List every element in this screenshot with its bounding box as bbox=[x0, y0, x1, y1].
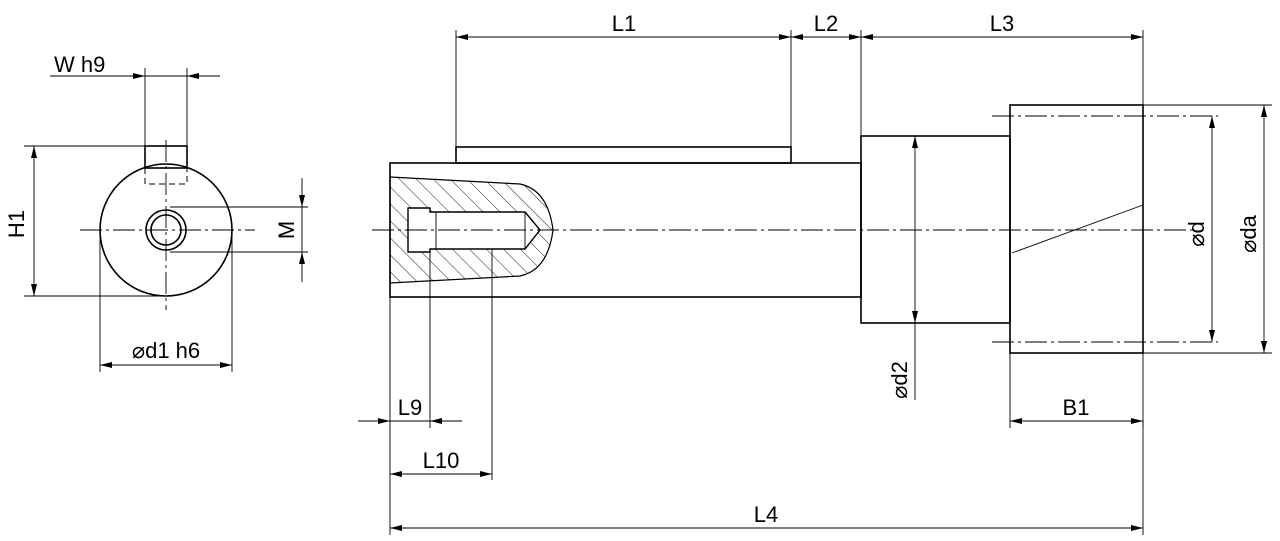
d-arrow-top bbox=[1209, 116, 1215, 128]
l3-arrow-left bbox=[861, 34, 873, 40]
b1-arrow-left bbox=[1010, 418, 1022, 424]
m-label: M bbox=[274, 221, 299, 239]
l2-arrow-left bbox=[791, 34, 803, 40]
l10-arrow-left bbox=[390, 471, 402, 477]
m-arrow-top bbox=[299, 195, 305, 207]
l10-label: L10 bbox=[423, 448, 460, 473]
l1-arrow-left bbox=[456, 34, 468, 40]
bearing-section bbox=[1009, 104, 1144, 354]
l2-label: L2 bbox=[814, 11, 838, 36]
d2-label: ⌀d2 bbox=[887, 361, 912, 399]
m-arrow-bottom bbox=[299, 252, 305, 264]
da-arrow-bottom bbox=[1261, 341, 1267, 353]
d-label: ⌀d bbox=[1184, 221, 1209, 246]
l4-arrow-left bbox=[390, 525, 402, 531]
w-h9-label: W h9 bbox=[54, 52, 105, 77]
l4-label: L4 bbox=[754, 502, 778, 527]
h1-arrow-top bbox=[31, 146, 37, 158]
l2-arrow-right bbox=[849, 34, 861, 40]
side-view: L1 L2 L3 ⌀d ⌀da ⌀d2 B1 L9 bbox=[358, 11, 1272, 535]
l4-arrow-right bbox=[1131, 525, 1143, 531]
d1-arrow-right bbox=[220, 362, 232, 368]
l10-arrow-right bbox=[480, 471, 492, 477]
middle-step bbox=[860, 135, 1011, 324]
da-label: ⌀da bbox=[1236, 214, 1261, 252]
l1-label: L1 bbox=[612, 11, 636, 36]
end-view: W h9 H1 M ⌀d1 h6 bbox=[4, 52, 308, 372]
d1-arrow-left bbox=[100, 362, 112, 368]
bearing-slant-line bbox=[1011, 204, 1144, 254]
l9-label: L9 bbox=[398, 395, 422, 420]
b1-arrow-right bbox=[1131, 418, 1143, 424]
d-arrow-bottom bbox=[1209, 330, 1215, 342]
key-side bbox=[455, 146, 792, 164]
l3-arrow-right bbox=[1131, 34, 1143, 40]
b1-label: B1 bbox=[1063, 395, 1090, 420]
h1-arrow-bottom bbox=[31, 284, 37, 296]
d2-arrow-bottom bbox=[912, 311, 918, 323]
d1-h6-label: ⌀d1 h6 bbox=[132, 338, 200, 363]
da-arrow-top bbox=[1261, 105, 1267, 117]
l9-arrow-left bbox=[378, 418, 390, 424]
w-arrow-left bbox=[133, 73, 145, 79]
l1-arrow-right bbox=[779, 34, 791, 40]
h1-label: H1 bbox=[4, 210, 29, 238]
w-arrow-right bbox=[187, 73, 199, 79]
l9-arrow-right bbox=[430, 418, 442, 424]
key-hidden-outline bbox=[144, 168, 188, 185]
l3-label: L3 bbox=[990, 11, 1014, 36]
d2-arrow-top bbox=[912, 136, 918, 148]
